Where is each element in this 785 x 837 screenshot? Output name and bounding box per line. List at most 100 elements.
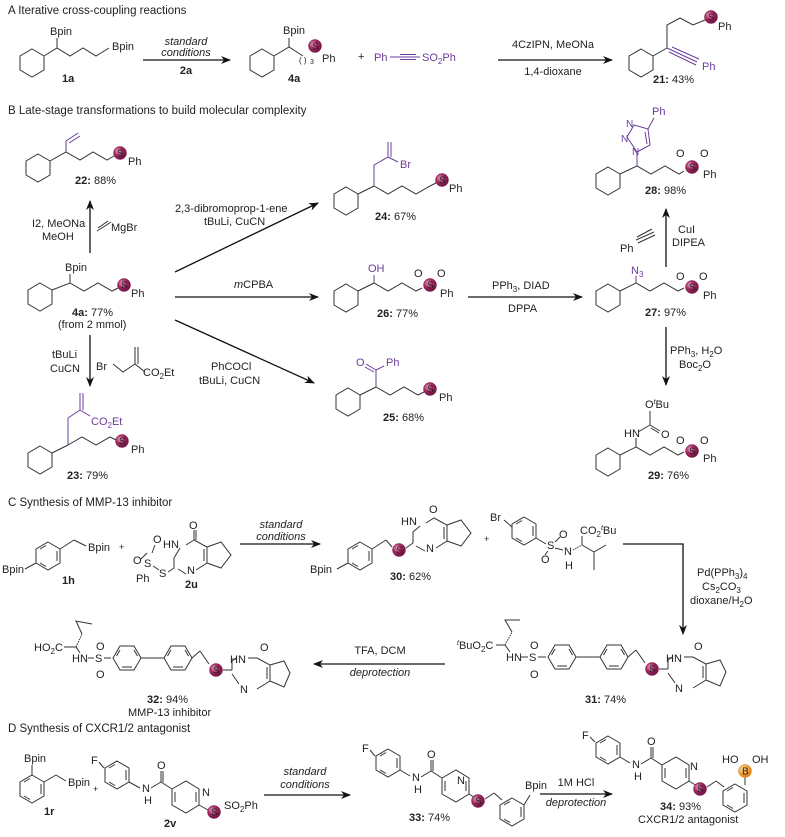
svg-text:S: S — [529, 652, 536, 664]
svg-text:O: O — [676, 435, 685, 447]
svg-text:O: O — [96, 669, 105, 681]
svg-text:HN: HN — [666, 653, 682, 665]
compound-27: N3 O O S Ph 27: 97% — [595, 265, 716, 319]
sulfur-sphere — [113, 146, 127, 160]
svg-text:Ph: Ph — [439, 392, 452, 404]
svg-text:O: O — [260, 642, 269, 654]
svg-text:27: 97%: 27: 97% — [645, 307, 686, 319]
svg-text:O: O — [676, 148, 685, 160]
svg-text:O: O — [437, 268, 446, 280]
svg-text:standard: standard — [260, 519, 304, 531]
svg-text:O: O — [427, 749, 436, 761]
svg-text:S: S — [213, 666, 220, 677]
svg-text:CXCR1/2 antagonist: CXCR1/2 antagonist — [638, 814, 738, 826]
sulfur-sphere — [117, 278, 131, 292]
svg-text:S: S — [708, 13, 715, 24]
svg-text:S: S — [689, 283, 696, 294]
svg-text:4CzIPN, MeONa: 4CzIPN, MeONa — [512, 39, 595, 51]
svg-text:S: S — [117, 149, 124, 160]
svg-text:conditions: conditions — [280, 779, 330, 791]
compound-22: S Ph 22: 88% — [25, 132, 141, 187]
svg-text:HN: HN — [163, 539, 179, 551]
svg-text:tBuO2C: tBuO2C — [457, 640, 493, 654]
svg-text:30: 62%: 30: 62% — [390, 571, 431, 583]
sulfur-sphere — [435, 173, 449, 187]
svg-text:N: N — [457, 775, 465, 787]
svg-text:2,3-dibromoprop-1-ene: 2,3-dibromoprop-1-ene — [175, 203, 288, 215]
svg-text:S: S — [95, 653, 102, 665]
compound-2u: O O S Ph S HN O N 2u — [133, 520, 232, 591]
compound-33: F N H O N S Bpin 33: 74% — [362, 743, 547, 827]
svg-text:N: N — [426, 543, 434, 555]
svg-text:Ph: Ph — [131, 288, 144, 300]
svg-text:Bpin: Bpin — [310, 564, 332, 576]
svg-text:H: H — [634, 771, 642, 783]
svg-text:OtBu: OtBu — [645, 399, 669, 411]
svg-text:N: N — [142, 783, 150, 795]
sulfur-sphere — [685, 444, 699, 458]
svg-text:Bpin: Bpin — [50, 26, 72, 38]
svg-text:+: + — [484, 534, 489, 544]
svg-text:1h: 1h — [62, 575, 75, 587]
svg-text:+: + — [119, 542, 124, 552]
svg-text:mCPBA: mCPBA — [234, 279, 274, 291]
svg-text:O: O — [541, 554, 550, 566]
compound-32: HO2C HN S O O S HN O N — [34, 620, 291, 719]
svg-text:HO: HO — [722, 754, 739, 766]
svg-text:N: N — [626, 119, 633, 130]
svg-text:O: O — [530, 669, 539, 681]
svg-text:HO2C: HO2C — [34, 642, 63, 656]
svg-text:O: O — [153, 534, 162, 546]
svg-text:B: B — [742, 767, 749, 778]
sulfur-sphere — [115, 434, 129, 448]
sulfur-sphere — [209, 663, 223, 677]
svg-text:Pd(PPh3)4: Pd(PPh3)4 — [697, 567, 748, 581]
svg-text:Ph: Ph — [703, 169, 716, 181]
compound-26: OH O O S Ph 26: 77% — [333, 263, 453, 320]
svg-text:N: N — [632, 147, 639, 158]
svg-text:O: O — [676, 271, 685, 283]
sulfur-sphere — [704, 10, 718, 24]
svg-text:Bpin: Bpin — [68, 777, 90, 789]
svg-text:23: 79%: 23: 79% — [67, 470, 108, 482]
svg-text:HN: HN — [624, 428, 640, 440]
section-d: D Synthesis of CXCR1/2 antagonist Bpin B… — [8, 723, 769, 830]
compound-24: Br S Ph 24: 67% — [333, 142, 462, 223]
svg-text:S: S — [475, 797, 482, 808]
sulfur-sphere — [207, 805, 221, 819]
section-d-title: D Synthesis of CXCR1/2 antagonist — [8, 723, 191, 735]
svg-text:Ph: Ph — [703, 453, 716, 465]
svg-text:DPPA: DPPA — [508, 303, 538, 315]
svg-text:OH: OH — [368, 263, 385, 275]
svg-text:29: 76%: 29: 76% — [648, 470, 689, 482]
svg-text:2v: 2v — [164, 818, 177, 830]
svg-text:Ph: Ph — [374, 52, 387, 64]
compound-1h: Bpin Bpin 1h — [2, 539, 110, 587]
sulfur-sphere — [471, 794, 485, 808]
svg-text:Bpin: Bpin — [65, 262, 87, 274]
svg-text:standard: standard — [165, 36, 209, 48]
svg-text:Ph: Ph — [440, 288, 453, 300]
svg-text:S: S — [121, 281, 128, 292]
svg-text:deprotection: deprotection — [350, 667, 411, 679]
svg-text:Ph: Ph — [702, 61, 715, 73]
svg-text:H: H — [144, 795, 152, 807]
svg-text:S: S — [649, 665, 656, 676]
svg-text:Br: Br — [400, 159, 411, 171]
svg-text:2a: 2a — [180, 65, 193, 77]
section-b: B Late-stage transformations to build mo… — [8, 105, 723, 482]
sulfur-sphere — [423, 278, 437, 292]
svg-text:CO2tBu: CO2tBu — [580, 525, 616, 539]
compound-1r: Bpin Bpin 1r — [19, 753, 90, 818]
sulfur-sphere — [693, 782, 707, 796]
svg-text:CuCN: CuCN — [50, 363, 80, 375]
svg-text:N: N — [621, 134, 628, 145]
svg-text:Bpin: Bpin — [283, 25, 305, 37]
label-4a: 4a — [288, 73, 301, 85]
arrow-to-25 — [174, 319, 315, 384]
svg-text:Ph: Ph — [128, 156, 141, 168]
svg-text:25: 68%: 25: 68% — [383, 412, 424, 424]
svg-text:S: S — [396, 546, 403, 557]
svg-text:conditions: conditions — [161, 47, 211, 59]
section-a: A Iterative cross-coupling reactions Bpi… — [8, 5, 731, 86]
